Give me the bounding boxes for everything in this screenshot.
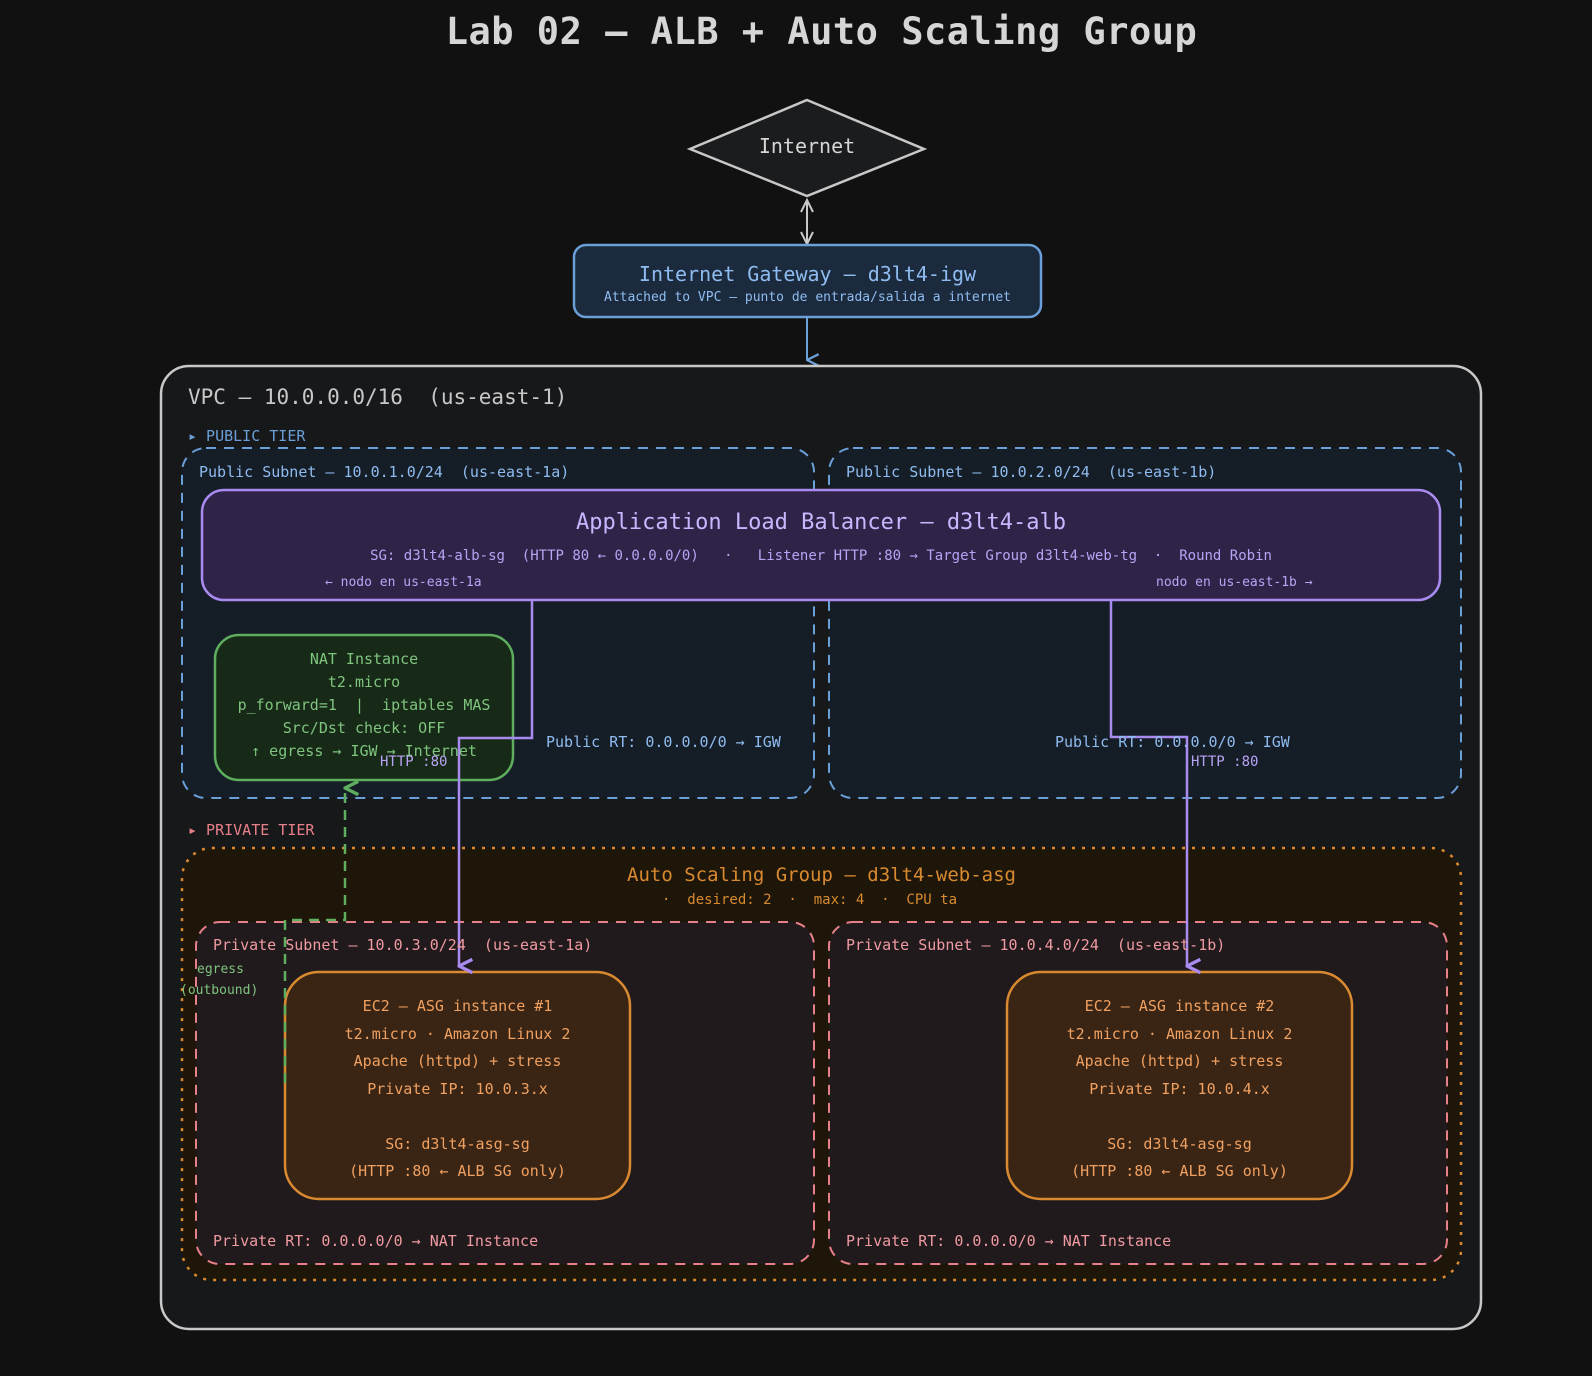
ec2-2-line-3: Apache (httpd) + stress	[1075, 1052, 1284, 1070]
nat-line-5: ↑ egress → IGW → Internet	[251, 742, 477, 760]
ec2-a-box	[283, 970, 632, 1201]
private-subnet-b-rt: Private RT: 0.0.0.0/0 → NAT Instance	[846, 1232, 1172, 1250]
ec2-2-line-6: SG: d3lt4-asg-sg	[1107, 1134, 1252, 1153]
alb-ec2-a-route	[459, 600, 534, 966]
nat-line-1: NAT Instance	[309, 650, 419, 668]
ec2-1-line-2: t2.micro · Amazon Linux 2	[344, 1024, 571, 1043]
private-tier-label: ▸ PRIVATE TIER	[188, 821, 315, 839]
internet-label: Internet	[758, 134, 856, 158]
asg-details: · desired: 2 · max: 4 · CPU ta	[662, 892, 958, 908]
alb-ec2-b-route	[1109, 600, 1187, 966]
egress-route	[283, 788, 345, 1083]
alb-node-b: nodo en us-east-1b →	[1156, 575, 1313, 590]
nat-box	[213, 633, 515, 782]
igw-subtitle: Attached to VPC — punto de entrada/salid…	[604, 290, 1011, 305]
private-subnet-b-label: Private Subnet — 10.0.4.0/24 (us-east-1b…	[846, 936, 1226, 954]
public-subnet-a-rt: Public RT: 0.0.0.0/0 → IGW	[546, 733, 781, 751]
public-subnet-b-rt: Public RT: 0.0.0.0/0 → IGW	[1055, 733, 1290, 751]
ec2-1-line-4: Private IP: 10.0.3.x	[367, 1079, 548, 1098]
private-subnet-a-label: Private Subnet — 10.0.3.0/24 (us-east-1a…	[213, 936, 593, 954]
ec2-2-line-1: EC2 — ASG instance #2	[1084, 997, 1275, 1015]
http-label-b: HTTP :80	[1191, 754, 1259, 770]
alb-details: SG: d3lt4-alb-sg (HTTP 80 ← 0.0.0.0/0) ·…	[370, 548, 1272, 564]
ec2-1-line-3: Apache (httpd) + stress	[353, 1052, 562, 1070]
alb-node-a: ← nodo en us-east-1a	[325, 575, 482, 590]
ec2-1-line-6: SG: d3lt4-asg-sg	[385, 1134, 530, 1153]
internet-diamond	[686, 98, 928, 198]
vpc-label: VPC — 10.0.0.0/16 (us-east-1)	[188, 385, 568, 409]
ec2-2-line-2: t2.micro · Amazon Linux 2	[1066, 1024, 1293, 1043]
egress-label-1: egress	[197, 962, 244, 977]
public-tier-label: ▸ PUBLIC TIER	[188, 427, 306, 445]
private-subnet-a-rt: Private RT: 0.0.0.0/0 → NAT Instance	[213, 1232, 539, 1250]
ec2-1-line-7: (HTTP :80 ← ALB SG only)	[349, 1162, 566, 1180]
nat-instance: NAT Instance t2.micro p_forward=1 | ipta…	[215, 648, 513, 763]
public-subnet-a-label: Public Subnet — 10.0.1.0/24 (us-east-1a)	[199, 463, 570, 481]
nat-line-2: t2.micro	[327, 673, 401, 691]
ec2-1-line-1: EC2 — ASG instance #1	[362, 997, 553, 1015]
egress-label-2: (outbound)	[180, 983, 259, 998]
internet-igw-arrow	[800, 197, 814, 247]
diagram-title: Lab 02 — ALB + Auto Scaling Group	[445, 10, 1198, 53]
alb-box	[200, 488, 1442, 602]
ec2-b-box	[1005, 970, 1354, 1201]
nat-line-3: p_forward=1 | iptables MAS	[237, 696, 491, 714]
ec2-instance-2: EC2 — ASG instance #2 t2.micro · Amazon …	[1007, 993, 1352, 1186]
nat-line-4: Src/Dst check: OFF	[282, 719, 446, 737]
ec2-2-line-7: (HTTP :80 ← ALB SG only)	[1071, 1162, 1288, 1180]
alb-title: Application Load Balancer — d3lt4-alb	[575, 510, 1067, 535]
asg-title: Auto Scaling Group — d3lt4-web-asg	[627, 864, 1016, 886]
public-subnet-b-label: Public Subnet — 10.0.2.0/24 (us-east-1b)	[846, 463, 1217, 481]
ec2-2-line-4: Private IP: 10.0.4.x	[1089, 1079, 1270, 1098]
ec2-instance-1: EC2 — ASG instance #1 t2.micro · Amazon …	[285, 993, 630, 1186]
http-label-a: HTTP :80	[380, 754, 448, 770]
igw-title: Internet Gateway — d3lt4-igw	[638, 262, 977, 286]
